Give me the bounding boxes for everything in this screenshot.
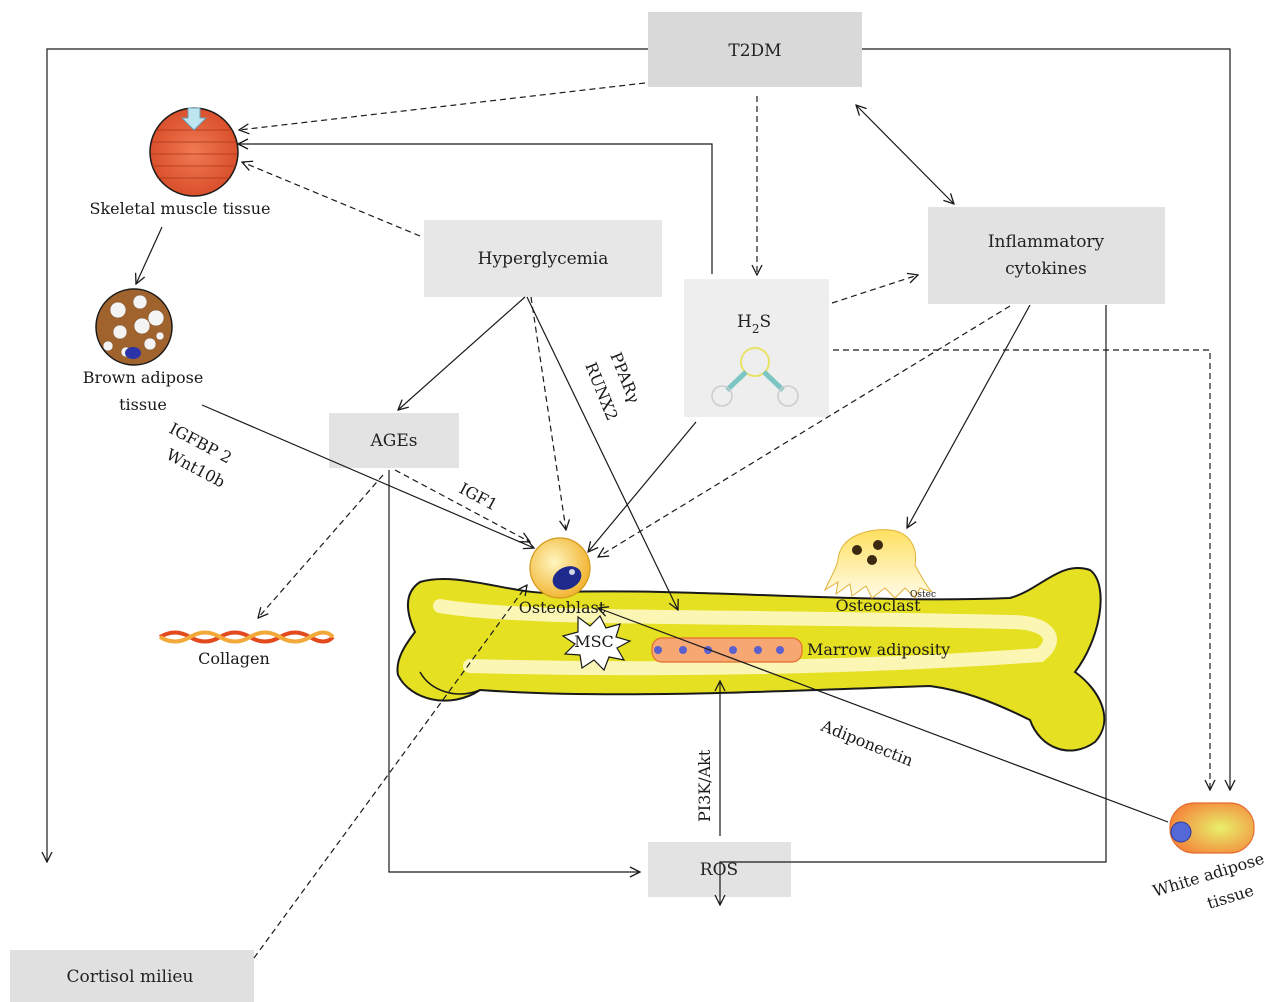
ages-box: AGEs bbox=[329, 413, 459, 468]
h2s-to-white-adipose-dashed-arrow bbox=[833, 349, 1210, 790]
t2dm-inflammatory-bidirectional-arrow bbox=[856, 105, 954, 204]
t2dm-to-muscle-dashed-arrow bbox=[239, 82, 646, 130]
inflammatory-to-osteoblast-dashed-arrow bbox=[598, 305, 1011, 557]
ages-to-collagen-dashed-arrow bbox=[258, 474, 384, 618]
inflammatory-to-osteoclast-arrow bbox=[907, 304, 1031, 528]
ages-to-osteoblast-dashed-arrow bbox=[394, 469, 530, 542]
cortisol-label: Cortisol milieu bbox=[67, 967, 194, 987]
h2s-molecule-icon bbox=[711, 347, 799, 407]
hyperglycemia-to-osteoblast-dashed-arrow bbox=[530, 296, 566, 530]
osteoblast-icon bbox=[529, 537, 591, 599]
hyperglycemia-to-ages-arrow bbox=[398, 296, 526, 410]
h2s-to-muscle-arrow bbox=[238, 144, 713, 274]
cortisol-box: Cortisol milieu bbox=[10, 950, 254, 1002]
h2s-to-inflammatory-dashed-arrow bbox=[831, 275, 918, 304]
osteoblast-label: Osteoblast bbox=[519, 598, 606, 617]
solid-connectors bbox=[47, 48, 1230, 905]
adiponectin-label: Adiponectin bbox=[818, 716, 916, 770]
osteoclast-label: Osteoclast bbox=[835, 596, 921, 615]
h2s-box: H2S bbox=[684, 279, 829, 417]
collagen-label: Collagen bbox=[198, 649, 270, 668]
ages-label: AGEs bbox=[370, 431, 418, 451]
inflammatory-label-line1: Inflammatory bbox=[988, 232, 1105, 252]
brown-adipose-to-osteoblast-arrow bbox=[201, 404, 534, 548]
hyperglycemia-box: Hyperglycemia bbox=[424, 220, 662, 297]
muscle-to-brown-adipose-arrow bbox=[136, 226, 163, 284]
osteoclast-icon bbox=[823, 529, 933, 599]
osteoclast-small-label: Ostec bbox=[910, 590, 936, 600]
t2dm-label: T2DM bbox=[728, 41, 781, 61]
white-adipose-to-osteoblast-arrow bbox=[598, 608, 1169, 823]
t2dm-to-white-adipose-arrow bbox=[862, 48, 1230, 790]
igf1-label: IGF1 bbox=[456, 479, 501, 515]
inflammatory-cytokines-box: Inflammatory cytokines bbox=[928, 207, 1165, 304]
white-adipose-icon bbox=[1169, 802, 1255, 854]
msc-label: MSC bbox=[574, 632, 614, 651]
collagen-icon bbox=[158, 630, 335, 644]
hyperglycemia-to-marrow-arrow bbox=[526, 296, 678, 610]
msc-starburst: MSC bbox=[561, 614, 632, 672]
brown-adipose-icon bbox=[95, 288, 173, 366]
h2s-to-osteoblast-arrow bbox=[588, 421, 697, 552]
t2dm-to-cortisol-arrow bbox=[47, 48, 648, 862]
marrow-adiposity-label: Marrow adiposity bbox=[807, 640, 950, 659]
ros-label: ROS bbox=[700, 860, 738, 880]
brown-adipose-label-line1: Brown adipose bbox=[83, 368, 204, 387]
marrow-adipocytes bbox=[651, 637, 803, 663]
skeletal-muscle-icon bbox=[149, 107, 239, 197]
pi3k-akt-label: PI3K/Akt bbox=[695, 749, 714, 822]
ages-to-ros-arrow bbox=[388, 470, 640, 872]
brown-adipose-label-line2: tissue bbox=[119, 395, 167, 414]
hyperglycemia-to-muscle-dashed-arrow bbox=[242, 162, 421, 237]
inflammatory-to-ros-arrow bbox=[720, 305, 1107, 905]
dashed-connectors bbox=[239, 82, 1210, 959]
skeletal-muscle-label: Skeletal muscle tissue bbox=[90, 199, 271, 218]
hyperglycemia-label: Hyperglycemia bbox=[478, 249, 609, 269]
cortisol-to-osteoblast-dashed-arrow bbox=[253, 585, 527, 959]
t2dm-box: T2DM bbox=[648, 12, 862, 87]
inflammatory-label-line2: cytokines bbox=[1005, 259, 1087, 279]
white-adipose-label-line2: tissue bbox=[1205, 881, 1256, 913]
h2s-label: H2S bbox=[737, 312, 771, 336]
